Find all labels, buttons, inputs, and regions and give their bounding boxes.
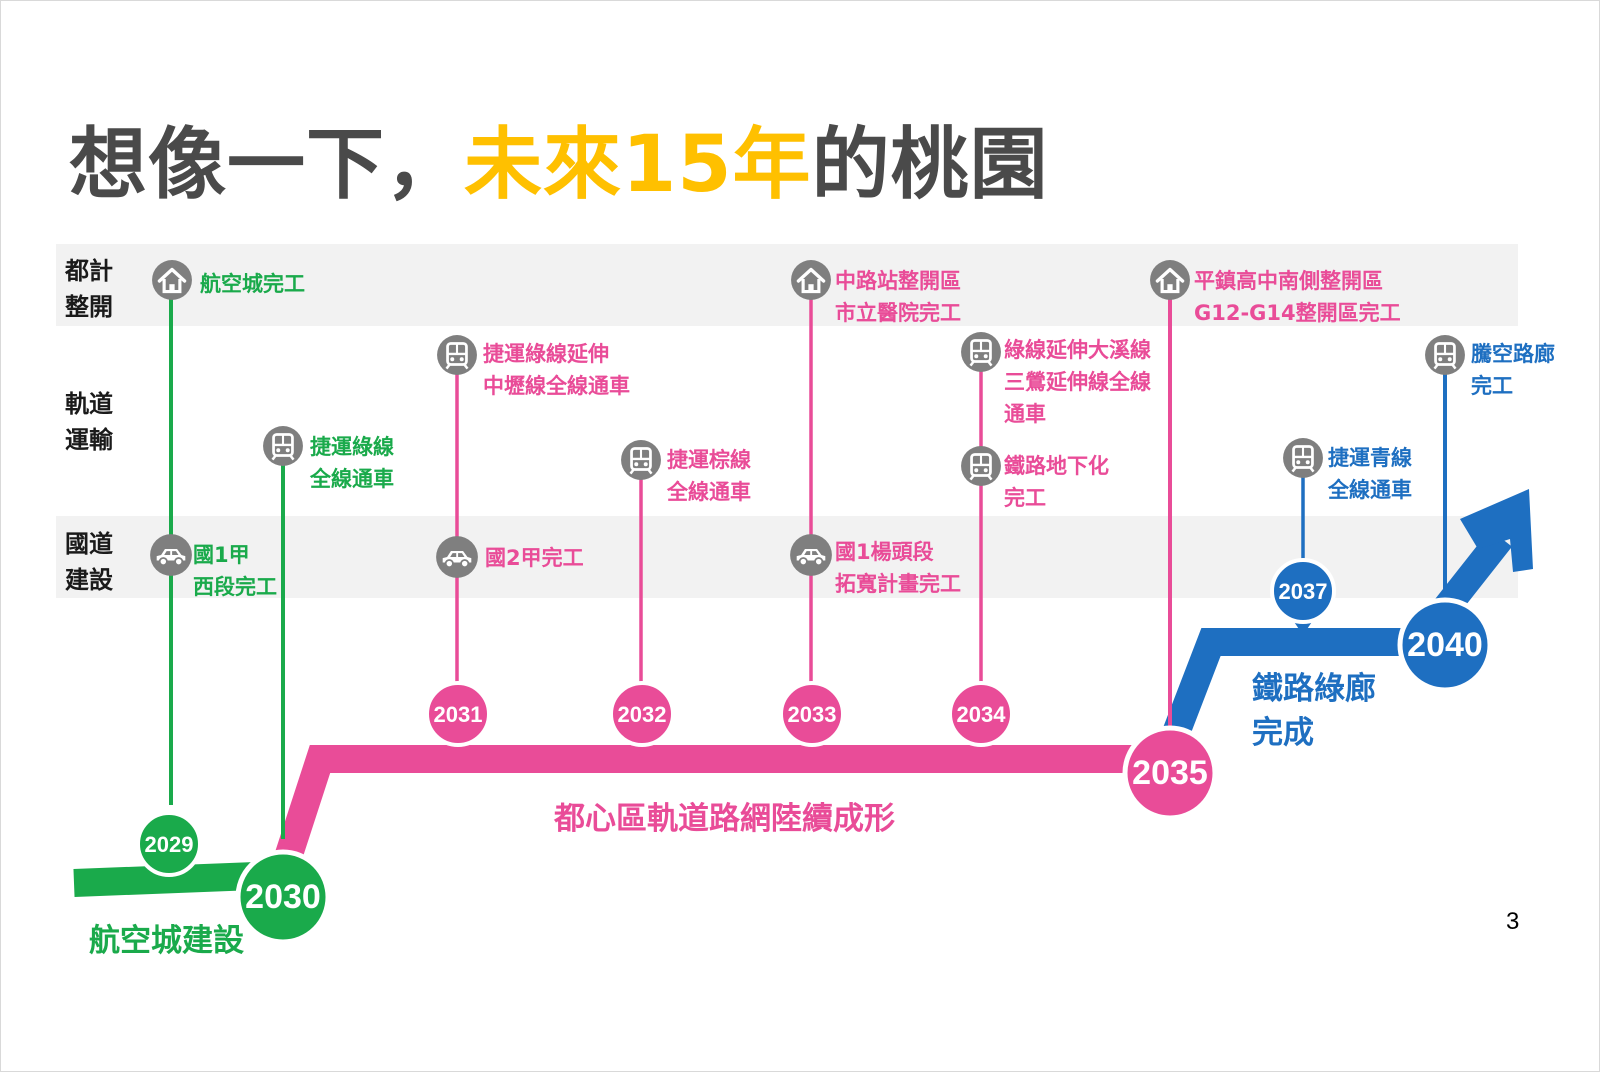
train-icon bbox=[262, 425, 304, 467]
event-label-zhonglu-station: 中路站整開區市立醫院完工 bbox=[835, 269, 961, 325]
train-icon bbox=[960, 331, 1002, 373]
event-label-green-line-extension: 捷運綠線延伸中壢線全線通車 bbox=[483, 342, 630, 398]
blue-phase-path bbox=[1152, 529, 1512, 765]
category-label-rail-transit: 軌道運輸 bbox=[65, 390, 113, 454]
train-icon bbox=[436, 334, 478, 376]
event-label-green-line: 捷運綠線全線通車 bbox=[310, 435, 394, 491]
year-milestone-2040: 2040 bbox=[1397, 597, 1493, 693]
year-label-2040: 2040 bbox=[1407, 626, 1483, 664]
car-icon bbox=[435, 535, 479, 579]
year-pin-2029: 2029 bbox=[136, 811, 202, 889]
train-icon bbox=[960, 445, 1002, 487]
page-number: 3 bbox=[1506, 908, 1520, 935]
event-label-railway-underground: 鐵路地下化完工 bbox=[1004, 454, 1109, 510]
year-pin-2032: 2032 bbox=[609, 681, 675, 758]
year-pin-2033: 2033 bbox=[779, 681, 845, 758]
year-pin-2031: 2031 bbox=[425, 681, 491, 758]
category-label-urban-planning: 都計整開 bbox=[65, 257, 113, 321]
phase-label-downtown-rail: 都心區軌道路網陸續成形 bbox=[554, 801, 895, 837]
page-title: 想像一下，未來15年的桃園 bbox=[69, 120, 1049, 211]
train-icon bbox=[620, 439, 662, 481]
year-label-2031: 2031 bbox=[434, 702, 483, 727]
title-highlight: 未來15年 bbox=[464, 120, 812, 210]
event-label-sky-corridor: 騰空路廊完工 bbox=[1471, 342, 1555, 398]
title-part-1: 想像一下， bbox=[69, 120, 465, 210]
event-label-highway-2a: 國2甲完工 bbox=[485, 546, 584, 570]
train-icon bbox=[1282, 437, 1324, 479]
house-icon bbox=[790, 259, 832, 301]
year-label-2037: 2037 bbox=[1279, 579, 1328, 604]
year-label-2030: 2030 bbox=[245, 878, 321, 916]
year-label-2034: 2034 bbox=[957, 702, 1007, 727]
year-pin-2034: 2034 bbox=[948, 681, 1014, 758]
year-pin-2037: 2037 bbox=[1270, 558, 1336, 635]
event-label-highway-1a: 國1甲西段完工 bbox=[193, 543, 277, 599]
blue-arrow-head bbox=[1460, 489, 1533, 572]
year-label-2032: 2032 bbox=[618, 702, 667, 727]
phase-label-airport-city: 航空城建設 bbox=[89, 923, 244, 959]
pink-phase-path bbox=[267, 745, 1151, 884]
year-label-2033: 2033 bbox=[788, 702, 837, 727]
title-part-2: 的桃園 bbox=[811, 120, 1049, 210]
house-icon bbox=[151, 259, 193, 301]
year-label-2029: 2029 bbox=[145, 832, 194, 857]
train-icon bbox=[1424, 334, 1466, 376]
event-label-daxi-sanying-lines: 綠線延伸大溪線三鶯延伸線全線通車 bbox=[1004, 338, 1151, 426]
event-label-airport-city: 航空城完工 bbox=[200, 272, 305, 296]
year-milestone-2035: 2035 bbox=[1122, 725, 1218, 821]
category-label-highway: 國道建設 bbox=[65, 530, 113, 594]
phase-label-railway-greenway: 鐵路綠廊完成 bbox=[1252, 671, 1376, 751]
year-milestone-2030: 2030 bbox=[235, 849, 331, 945]
house-icon bbox=[1149, 259, 1191, 301]
year-label-2035: 2035 bbox=[1132, 754, 1208, 792]
event-label-brown-line: 捷運棕線全線通車 bbox=[667, 448, 751, 504]
car-icon bbox=[789, 533, 833, 577]
car-icon bbox=[149, 533, 193, 577]
event-label-cyan-line: 捷運青線全線通車 bbox=[1328, 446, 1412, 502]
event-label-highway-1-widening: 國1楊頭段拓寬計畫完工 bbox=[835, 540, 961, 596]
category-band-urban-planning bbox=[56, 244, 1518, 326]
